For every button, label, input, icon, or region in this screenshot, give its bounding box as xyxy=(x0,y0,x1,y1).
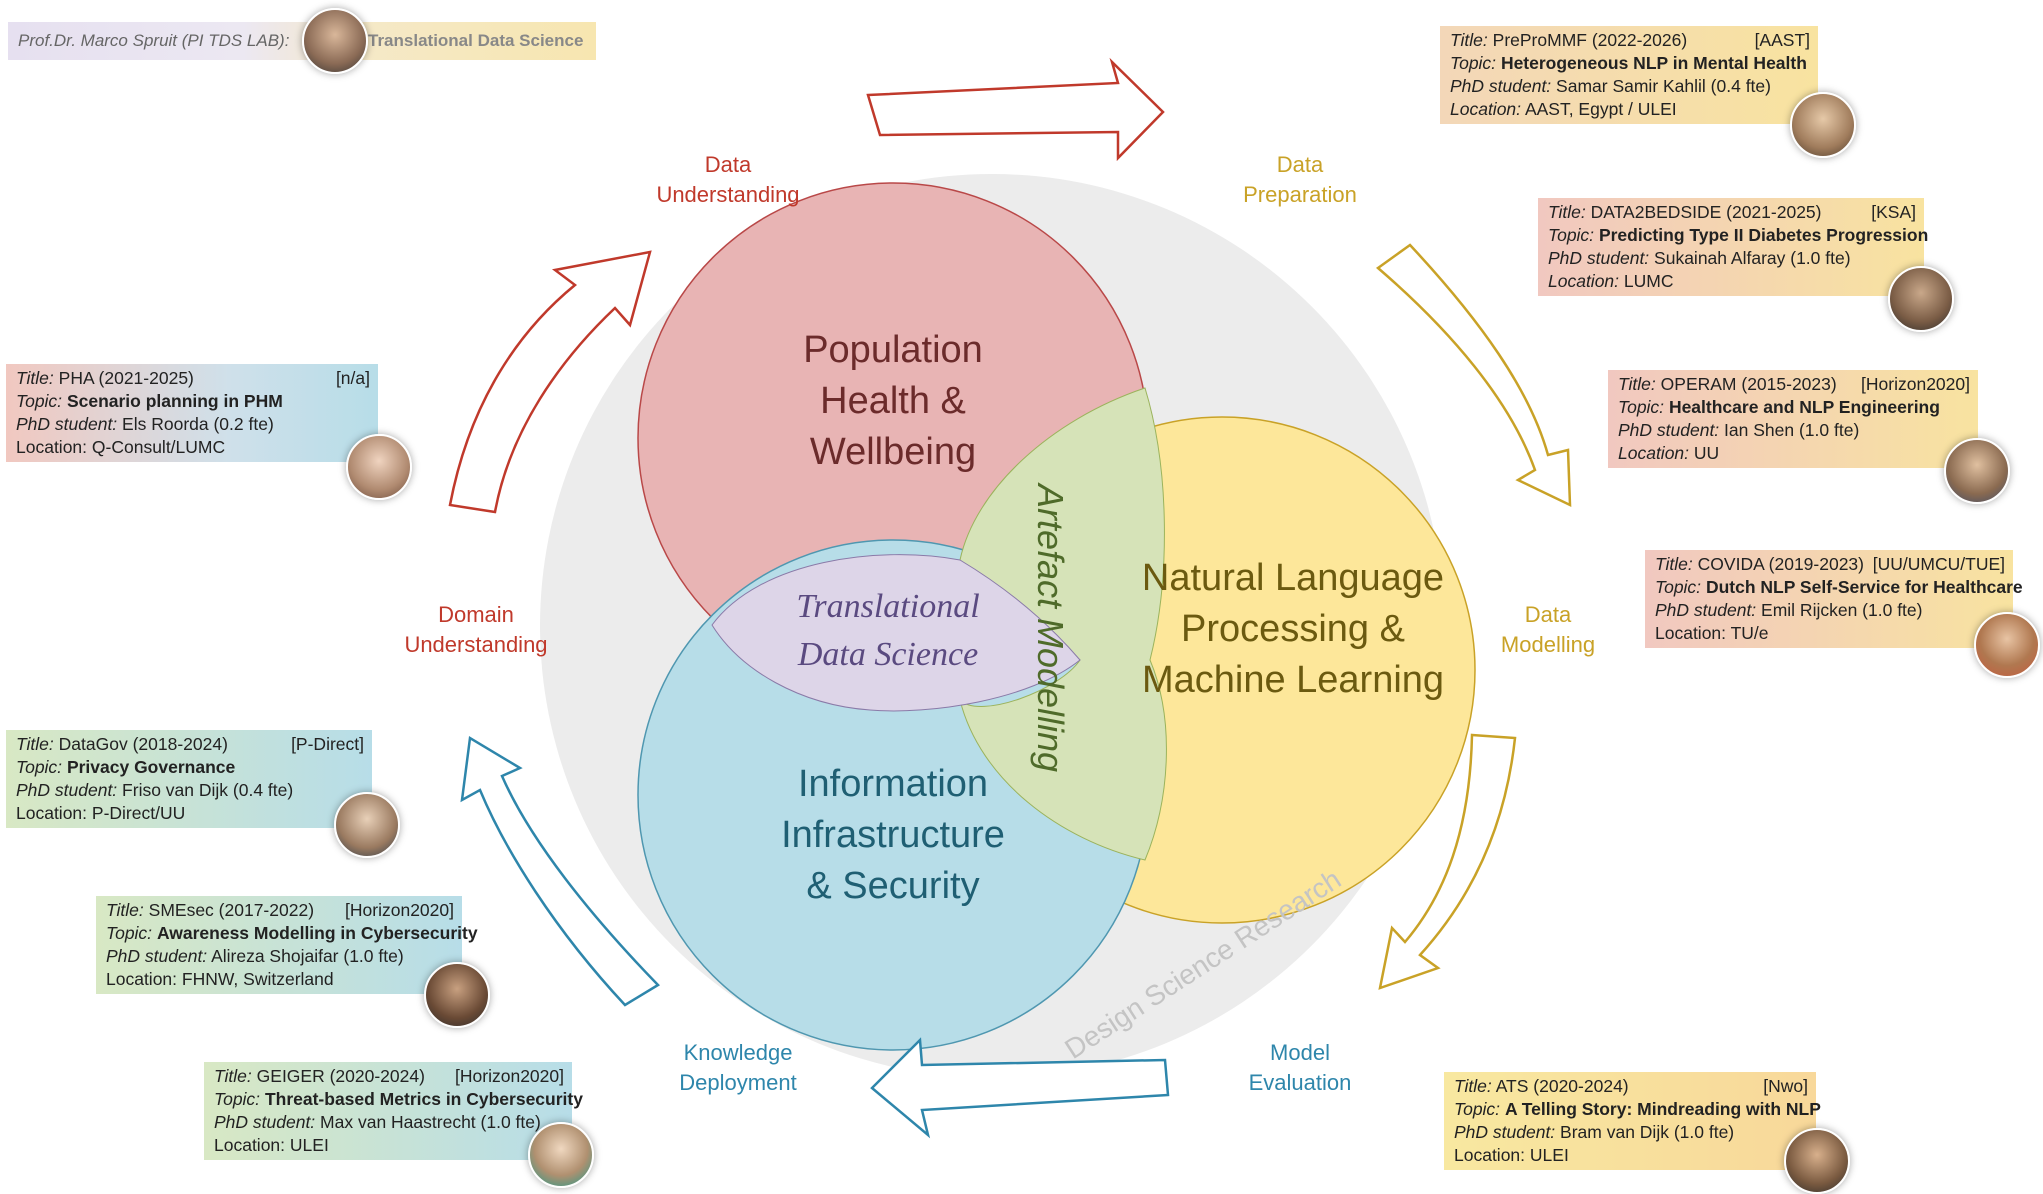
center-line-1: Translational xyxy=(796,588,979,625)
nlp-line-2: Processing & xyxy=(1181,608,1405,650)
project-card: Title: PreProMMF (2022-2026)[AAST] Topic… xyxy=(1440,26,1818,124)
arrow-top-left xyxy=(448,250,652,514)
project-card: Title: OPERAM (2015-2023)[Horizon2020] T… xyxy=(1608,370,1978,468)
student-avatar xyxy=(1888,266,1954,332)
student-avatar xyxy=(528,1122,594,1188)
population-line-2: Health & xyxy=(820,380,966,422)
arrow-bottom-left xyxy=(460,735,660,1007)
nlp-line-1: Natural Language xyxy=(1142,557,1444,599)
student-avatar xyxy=(1790,92,1856,158)
phase-knowledge-deployment: Knowledge Deployment xyxy=(679,1040,797,1095)
phase-data-preparation: Data Preparation xyxy=(1243,152,1357,207)
infra-line-1: Information xyxy=(798,763,988,805)
student-avatar xyxy=(1784,1128,1850,1194)
population-line-3: Wellbeing xyxy=(810,431,976,473)
project-card: Title: SMEsec (2017-2022)[Horizon2020] T… xyxy=(96,896,478,994)
student-avatar xyxy=(1944,438,2010,504)
nlp-line-3: Machine Learning xyxy=(1142,659,1444,701)
phase-domain-understanding: Domain Understanding xyxy=(404,602,548,657)
center-lens xyxy=(711,554,1081,712)
arrow-bottom-right xyxy=(1378,733,1517,990)
pi-avatar xyxy=(302,8,368,74)
student-avatar xyxy=(424,962,490,1028)
project-card: Title: GEIGER (2020-2024)[Horizon2020] T… xyxy=(204,1062,583,1160)
student-avatar xyxy=(346,434,412,500)
student-avatar xyxy=(1974,612,2040,678)
lab-name: Translational Data Science xyxy=(368,31,584,50)
artefact-modelling-label: Artefact Modelling xyxy=(1030,482,1071,772)
cycle-arrows xyxy=(448,57,1572,1139)
project-card: Title: DataGov (2018-2024)[P-Direct] Top… xyxy=(6,730,372,828)
arrow-bottom xyxy=(870,1037,1170,1139)
phase-data-understanding: Data Understanding xyxy=(656,152,800,207)
population-line-1: Population xyxy=(803,329,983,371)
project-card: Title: ATS (2020-2024)[Nwo] Topic: A Tel… xyxy=(1444,1072,1821,1170)
center-line-2: Data Science xyxy=(797,636,978,673)
arrow-top xyxy=(866,57,1165,162)
arrow-top-right xyxy=(1375,243,1572,508)
project-card: Title: PHA (2021-2025)[n/a] Topic: Scena… xyxy=(6,364,378,462)
phase-model-evaluation: Model Evaluation xyxy=(1248,1040,1352,1095)
project-card: Title: DATA2BEDSIDE (2021-2025)[KSA] Top… xyxy=(1538,198,1928,296)
phase-data-modelling: Data Modelling xyxy=(1500,602,1596,657)
pi-name: Prof.Dr. Marco Spruit (PI TDS LAB): xyxy=(18,31,290,50)
infra-line-2: Infrastructure xyxy=(781,814,1005,856)
artefact-lens xyxy=(959,387,1167,861)
student-avatar xyxy=(334,792,400,858)
project-card: Title: COVIDA (2019-2023)[UU/UMCU/TUE] T… xyxy=(1645,550,2023,648)
infra-line-3: & Security xyxy=(806,865,979,907)
